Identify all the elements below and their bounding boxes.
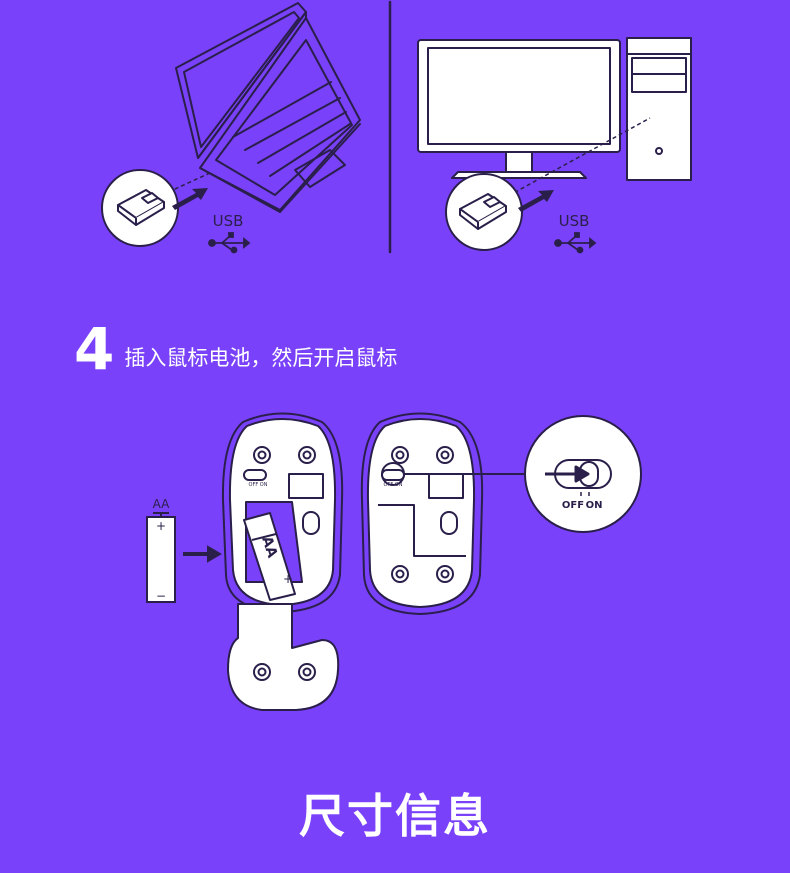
tower-pc-icon bbox=[626, 37, 692, 181]
battery-type-label: AA bbox=[153, 497, 171, 511]
battery-install-illustration: AA + − OFF ON AA + bbox=[146, 412, 642, 711]
battery-minus-label: − bbox=[156, 589, 166, 603]
monitor-icon bbox=[417, 39, 621, 179]
arrow-icon bbox=[545, 465, 590, 483]
usb-receiver-icon bbox=[117, 189, 165, 226]
mouse-open-icon bbox=[221, 412, 344, 711]
laptop-usb-label: USB bbox=[213, 212, 244, 230]
arrow-icon bbox=[518, 190, 554, 212]
step-instruction: 插入鼠标电池，然后开启鼠标 bbox=[124, 346, 398, 370]
laptop-receiver-callout bbox=[101, 169, 208, 247]
usb-receiver-icon bbox=[459, 193, 507, 230]
inserted-battery-plus: + bbox=[283, 572, 293, 586]
power-switch-callout: OFF ON bbox=[524, 415, 642, 533]
laptop-icon bbox=[175, 2, 361, 213]
step-number: 4 bbox=[74, 315, 115, 383]
mouse-closed-icon bbox=[360, 412, 484, 615]
switch-off-label: OFF bbox=[562, 500, 584, 511]
mouse-switch-small-label: OFF ON bbox=[249, 482, 268, 488]
section-title: 尺寸信息 bbox=[299, 789, 491, 843]
inserted-battery-label: AA bbox=[258, 534, 280, 560]
arrow-icon bbox=[183, 545, 222, 563]
switch-on-label: ON bbox=[586, 500, 603, 511]
usb-symbol-icon bbox=[554, 232, 597, 254]
desktop-receiver-callout bbox=[445, 173, 554, 251]
usb-connection-illustration: USB USB bbox=[101, 0, 692, 254]
battery-plus-label: + bbox=[156, 519, 166, 533]
usb-symbol-icon bbox=[208, 232, 251, 254]
aa-battery-icon: AA + − bbox=[146, 497, 176, 603]
step-4-heading: 4 插入鼠标电池，然后开启鼠标 bbox=[74, 318, 397, 378]
arrow-icon bbox=[172, 188, 208, 210]
mouse-switch-small-label-2: OFF ON bbox=[384, 482, 403, 488]
desktop-usb-label: USB bbox=[559, 212, 590, 230]
